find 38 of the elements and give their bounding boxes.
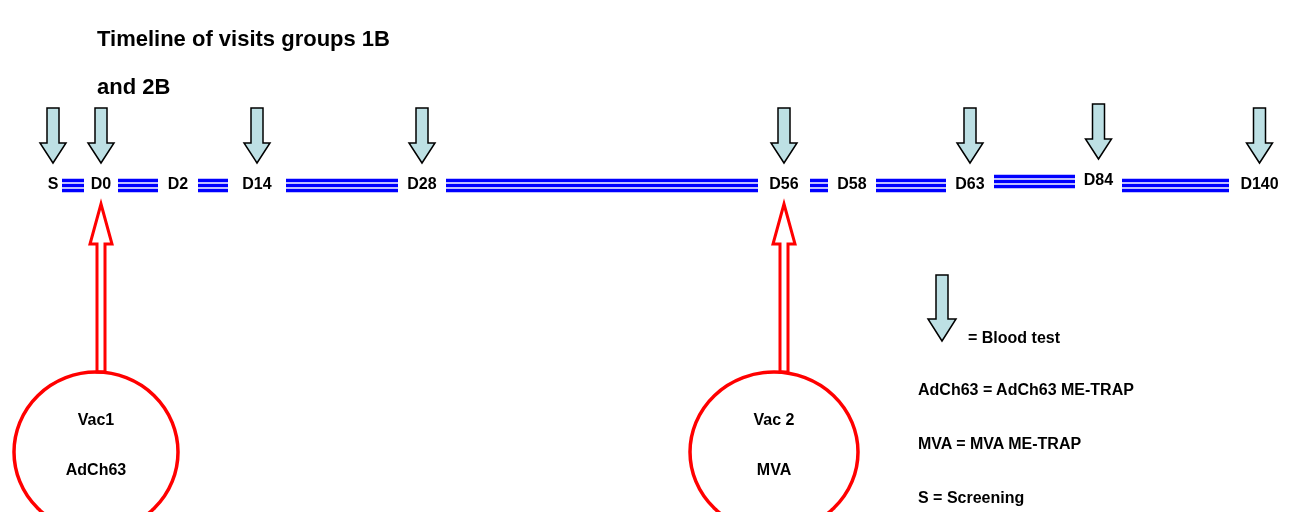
- timeline-segment: [60, 178, 86, 193]
- diagram-title: Timeline of visits groups 1B and 2B: [97, 25, 391, 101]
- legend-text: = Blood test: [968, 329, 1060, 347]
- timeline-segment: [808, 178, 830, 193]
- vaccination-arrow: [88, 198, 114, 374]
- blood-test-arrow: [242, 107, 272, 165]
- abbreviation-note: MVA = MVA ME-TRAP: [918, 435, 1082, 453]
- day-label: D140: [1229, 165, 1290, 202]
- blood-test-arrow: [407, 107, 437, 165]
- timeline-segment: [116, 178, 160, 193]
- vaccination-arrow: [771, 198, 797, 374]
- blood-test-arrow: [1084, 103, 1113, 161]
- timeline-segment: [196, 178, 230, 193]
- day-label: D58: [828, 165, 876, 202]
- abbreviation-note: AdCh63 = AdCh63 ME-TRAP: [918, 381, 1134, 399]
- day-label: D2: [158, 165, 198, 202]
- day-label: D63: [946, 165, 994, 202]
- blood-test-arrow: [1245, 107, 1274, 165]
- day-label: D56: [758, 165, 810, 202]
- timeline-segment: [1120, 178, 1231, 193]
- vaccine-label: Vac1: [76, 410, 116, 430]
- timeline-segment: [444, 178, 760, 193]
- timeline-segment: [992, 174, 1077, 189]
- blood-test-arrow: [955, 107, 985, 165]
- day-label: D0: [84, 165, 118, 202]
- day-label: S: [44, 165, 62, 202]
- day-label: D14: [228, 165, 286, 202]
- timeline-segment: [874, 178, 948, 193]
- vaccine-label: Vac 2: [752, 410, 796, 430]
- blood-test-arrow: [86, 107, 116, 165]
- blood-test-arrow: [769, 107, 799, 165]
- day-label: D84: [1075, 161, 1122, 198]
- vaccine-label: MVA: [755, 460, 793, 480]
- blood-test-arrow: [38, 107, 68, 165]
- day-label: D28: [398, 165, 446, 202]
- abbreviation-note: S = Screening: [918, 489, 1025, 507]
- timeline-segment: [284, 178, 400, 193]
- vaccine-label: AdCh63: [64, 460, 128, 480]
